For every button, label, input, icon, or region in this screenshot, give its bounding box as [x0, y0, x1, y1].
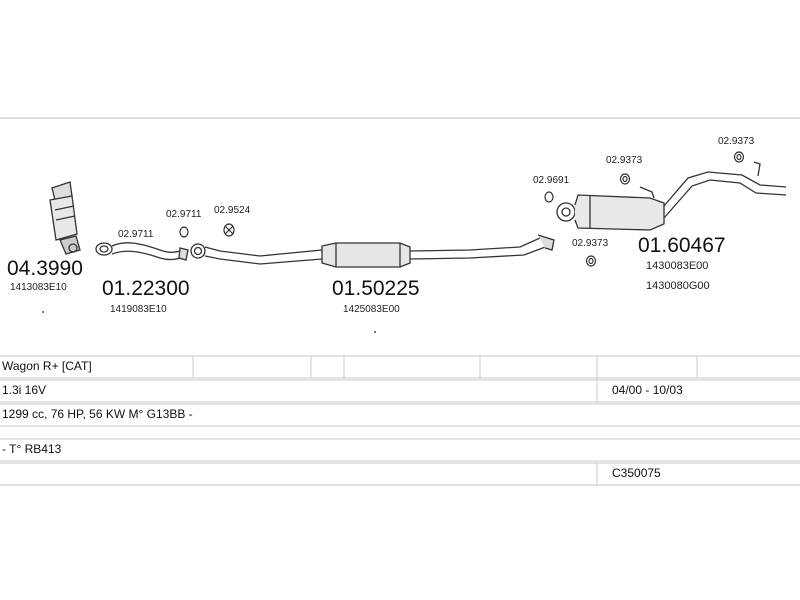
part-number-2: 01.22300 — [102, 277, 190, 300]
part-number-1: 04.3990 — [7, 257, 83, 280]
part-ref-3: 1425083E00 — [343, 304, 400, 315]
rubber-mount-icon-1 — [619, 173, 631, 185]
accessory-label-2: 02.9711 — [166, 209, 202, 220]
dot-marker-2 — [374, 331, 376, 333]
table-row-specs: 1299 cc, 76 HP, 56 KW M° G13BB - — [2, 407, 193, 421]
table-row-dates: 04/00 - 10/03 — [612, 383, 683, 397]
catalytic-converter-icon — [49, 181, 81, 255]
accessory-label-7: 02.9373 — [572, 238, 609, 249]
part-number-3: 01.50225 — [332, 277, 420, 300]
centre-pipe-icon — [190, 234, 555, 268]
table-row-model: Wagon R+ [CAT] — [2, 359, 92, 373]
accessory-label-5: 02.9373 — [606, 155, 643, 166]
accessory-label-3: 02.9524 — [214, 205, 251, 216]
dot-marker-1 — [42, 311, 44, 313]
rubber-mount-icon-2 — [733, 151, 745, 163]
gasket-icon-1 — [179, 226, 189, 238]
table-row-code: C350075 — [612, 466, 661, 480]
accessory-label-6: 02.9373 — [718, 136, 755, 147]
part-ref-2: 1419083E10 — [110, 304, 167, 315]
rear-silencer-icon — [556, 161, 787, 231]
info-table-grid — [0, 355, 800, 486]
gasket-icon-2 — [544, 191, 554, 203]
front-pipe-icon — [95, 242, 189, 261]
part-ref-4b: 1430080G00 — [646, 280, 710, 292]
part-ref-4a: 1430083E00 — [646, 260, 708, 272]
accessory-label-1: 02.9711 — [118, 229, 154, 240]
spring-icon-1 — [223, 223, 235, 237]
part-ref-1: 1413083E10 — [10, 282, 67, 293]
table-row-engine: 1.3i 16V — [2, 383, 47, 397]
part-number-4: 01.60467 — [638, 234, 726, 257]
accessory-label-4: 02.9691 — [533, 175, 570, 186]
rubber-mount-icon-3 — [585, 255, 597, 267]
table-row-type: - T° RB413 — [2, 442, 62, 456]
